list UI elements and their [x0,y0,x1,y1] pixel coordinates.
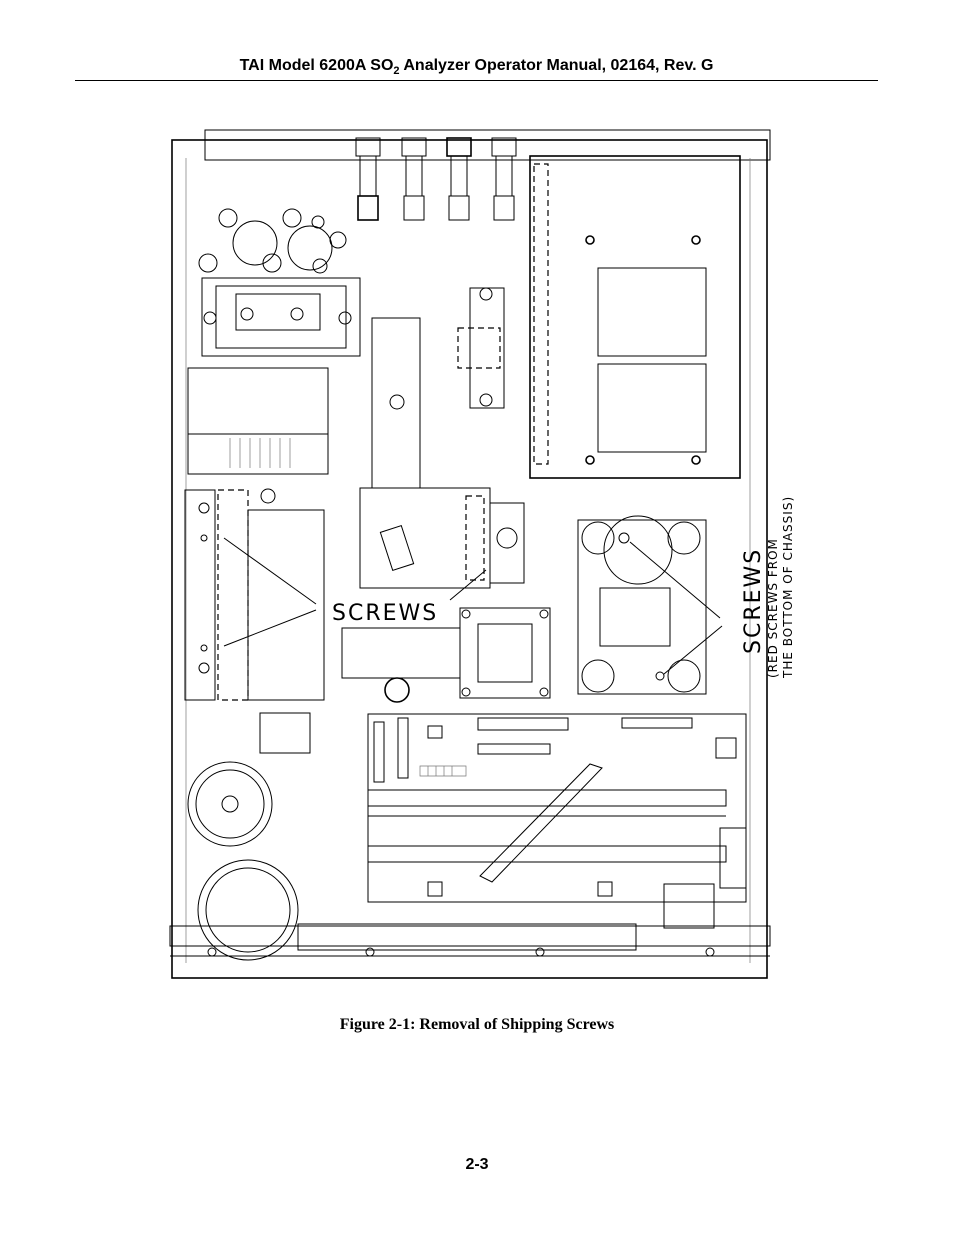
chassis-outline [171,139,768,979]
header-title-part2: Analyzer Operator Manual, 02164, Rev. G [399,57,714,74]
screws-label-left: SCREWS [332,601,438,626]
valve-manifold [198,208,347,274]
main-board [367,713,747,903]
optical-bench [184,367,329,754]
rear-fittings [355,137,517,221]
right-screws-callout: SCREWS (RED SCREWS FROM THE BOTTOM OF CH… [741,496,795,679]
mid-valve [457,287,505,409]
screws-label-right: SCREWS [741,548,766,654]
figure-caption: Figure 2-1: Removal of Shipping Screws [339,1016,615,1033]
note-line-2: THE BOTTOM OF CHASSIS) [781,496,795,679]
fan-small [187,761,273,847]
page-header: TAI Model 6200A SO2 Analyzer Operator Ma… [75,52,878,81]
rear-panel [204,129,771,161]
front-panel-rail [169,883,771,957]
page-number: 2-3 [465,1156,489,1173]
header-title-part1: TAI Model 6200A SO [239,57,394,74]
flow-block [201,277,361,357]
left-screws-callout: SCREWS [223,537,487,647]
header-title-subscript: 2 [393,65,400,78]
chassis-diagram: SCREWS SCREWS (RED SCREWS FROM [160,118,800,988]
pump [577,515,723,695]
transformer [459,607,551,699]
lamp-housing [341,317,525,703]
fan-large [197,859,299,961]
note-line-1: (RED SCREWS FROM [766,538,780,678]
power-supply-cover [529,155,741,479]
